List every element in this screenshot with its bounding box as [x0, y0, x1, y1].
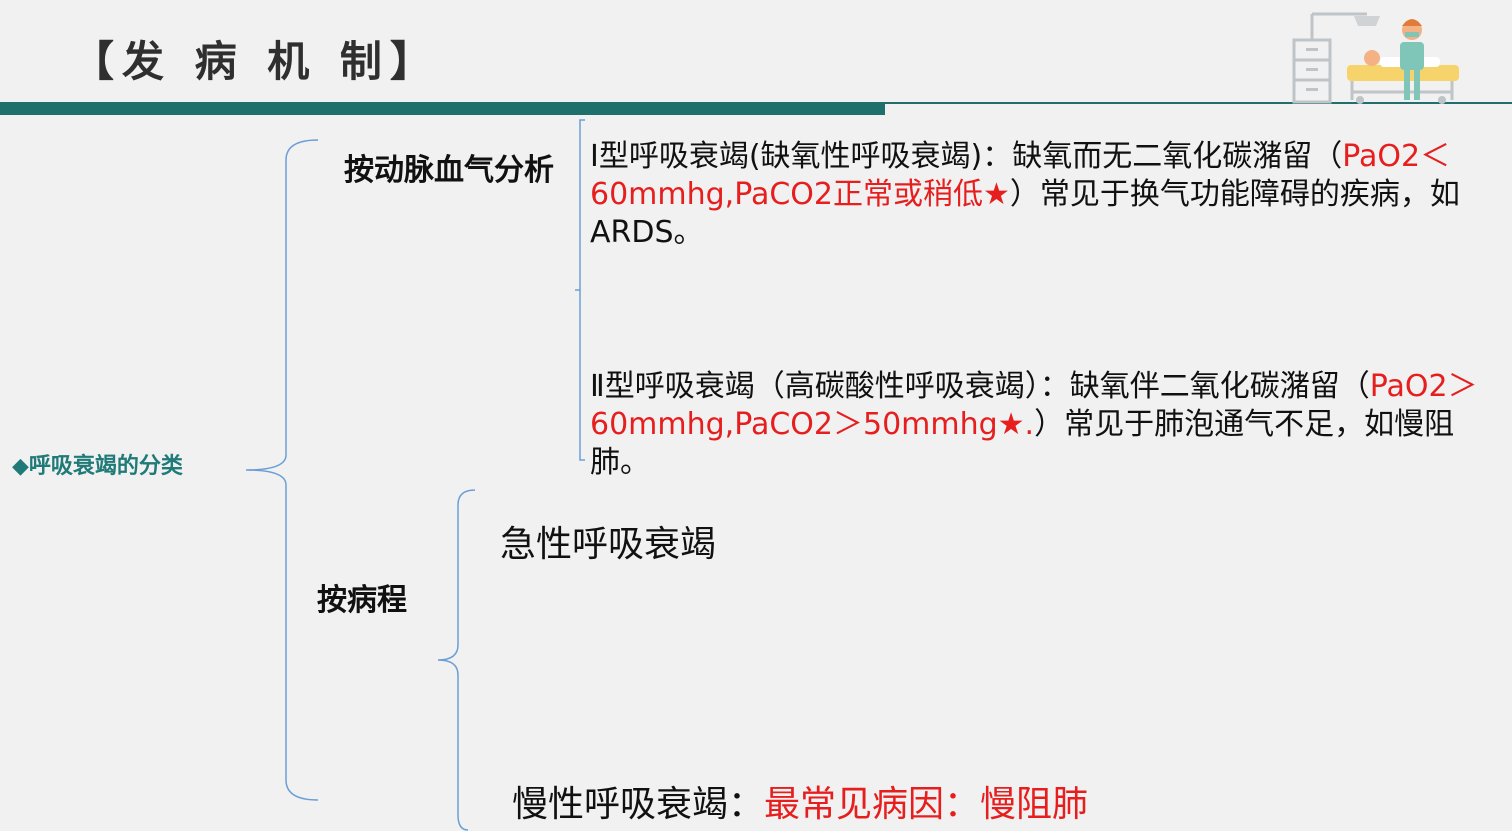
type2-respiratory-failure-text: Ⅱ型呼吸衰竭（高碳酸性呼吸衰竭）：缺氧伴二氧化碳潴留（PaO2＞60mmhg,P…	[590, 368, 1490, 482]
type2-prefix: Ⅱ型呼吸衰竭（高碳酸性呼吸衰竭）：缺氧伴二氧化碳潴留（	[590, 369, 1370, 404]
hospital-bed-nurse-icon	[1292, 12, 1459, 104]
blood-gas-category-label: 按动脉血气分析	[344, 153, 554, 188]
course-brace	[437, 489, 476, 831]
chronic-common-cause: 最常见病因：慢阻肺	[764, 784, 1089, 825]
main-brace	[245, 139, 319, 801]
header-divider	[885, 102, 1512, 104]
type1-prefix: Ⅰ型呼吸衰竭(缺氧性呼吸衰竭)：缺氧而无二氧化碳潴留（	[590, 139, 1343, 174]
page-title: 【发 病 机 制】	[72, 37, 440, 86]
type2-criteria: PaO2＞60mmhg,PaCO2＞50mmhg★.	[590, 369, 1478, 442]
type1-criteria: PaO2＜60mmhg,PaCO2正常或稍低★	[590, 139, 1451, 212]
type1-suffix: ）常见于换气功能障碍的疾病，如ARDS。	[590, 177, 1460, 250]
header-bar	[0, 102, 885, 115]
blood-gas-bracket	[575, 119, 585, 461]
type2-suffix: ）常见于肺泡通气不足，如慢阻肺。	[590, 407, 1455, 480]
chronic-label: 慢性呼吸衰竭：	[512, 784, 765, 825]
acute-respiratory-failure: 急性呼吸衰竭	[500, 524, 717, 565]
course-category-label: 按病程	[317, 583, 407, 618]
classification-root-label: ◆呼吸衰竭的分类	[12, 454, 183, 479]
type1-respiratory-failure-text: Ⅰ型呼吸衰竭(缺氧性呼吸衰竭)：缺氧而无二氧化碳潴留（PaO2＜60mmhg,P…	[590, 138, 1480, 252]
chronic-respiratory-failure: 慢性呼吸衰竭：最常见病因：慢阻肺	[512, 775, 1088, 827]
